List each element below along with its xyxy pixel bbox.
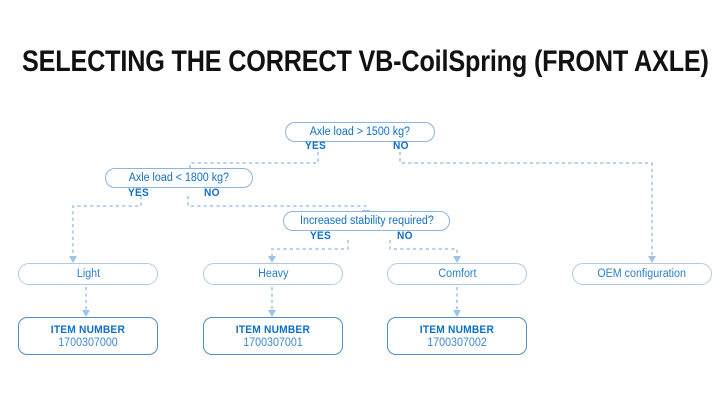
item-number-title: ITEM NUMBER xyxy=(235,323,311,336)
wire-d1-yes xyxy=(189,152,319,168)
decision-label: Axle load > 1500 kg? xyxy=(309,126,411,138)
wire-d3-yes xyxy=(271,240,349,256)
item-number-title: ITEM NUMBER xyxy=(50,323,126,336)
arrowhead-item2 xyxy=(268,310,276,317)
arrowhead-comfort xyxy=(453,256,461,263)
wire-d1-no xyxy=(399,152,653,256)
arrowhead-item1 xyxy=(82,310,90,317)
page-title: SELECTING THE CORRECT VB-CoilSpring (FRO… xyxy=(22,45,709,78)
item-number-value: 1700307001 xyxy=(243,336,303,349)
decision-node-axle-load-1500[interactable]: Axle load > 1500 kg? xyxy=(285,122,435,142)
item-number-value: 1700307000 xyxy=(58,336,118,349)
branch-label-d3-no: NO xyxy=(397,230,413,242)
item-number-title: ITEM NUMBER xyxy=(419,323,495,336)
item-number-value: 1700307002 xyxy=(427,336,487,349)
branch-label-d1-no: NO xyxy=(393,140,409,152)
decision-label: Increased stability required? xyxy=(299,215,434,227)
result-node-light[interactable]: Light xyxy=(18,263,158,285)
arrowhead-item3 xyxy=(453,310,461,317)
result-node-oem-configuration[interactable]: OEM configuration xyxy=(572,263,712,285)
branch-label-d2-no: NO xyxy=(204,187,220,199)
wire-d2-no xyxy=(187,196,367,210)
wire-d3-no xyxy=(389,240,458,256)
branch-label-d3-yes: YES xyxy=(310,230,332,242)
wire-d2-yes xyxy=(72,196,142,256)
decision-node-axle-load-1800[interactable]: Axle load < 1800 kg? xyxy=(105,168,253,188)
item-number-box-3[interactable]: ITEM NUMBER 1700307002 xyxy=(387,317,527,355)
arrowhead-heavy xyxy=(268,256,276,263)
result-label: Heavy xyxy=(257,268,289,280)
item-number-box-1[interactable]: ITEM NUMBER 1700307000 xyxy=(18,317,158,355)
branch-label-d2-yes: YES xyxy=(128,187,150,199)
result-label: OEM configuration xyxy=(597,268,687,280)
result-node-comfort[interactable]: Comfort xyxy=(387,263,527,285)
result-node-heavy[interactable]: Heavy xyxy=(203,263,343,285)
branch-label-d1-yes: YES xyxy=(305,140,327,152)
item-number-box-2[interactable]: ITEM NUMBER 1700307001 xyxy=(203,317,343,355)
arrowhead-light xyxy=(69,256,77,263)
arrowheads xyxy=(69,168,656,317)
result-label: Comfort xyxy=(437,268,477,280)
decision-label: Axle load < 1800 kg? xyxy=(128,172,230,184)
decision-node-increased-stability[interactable]: Increased stability required? xyxy=(283,211,450,231)
arrowhead-oem xyxy=(648,256,656,263)
result-label: Light xyxy=(76,268,100,280)
